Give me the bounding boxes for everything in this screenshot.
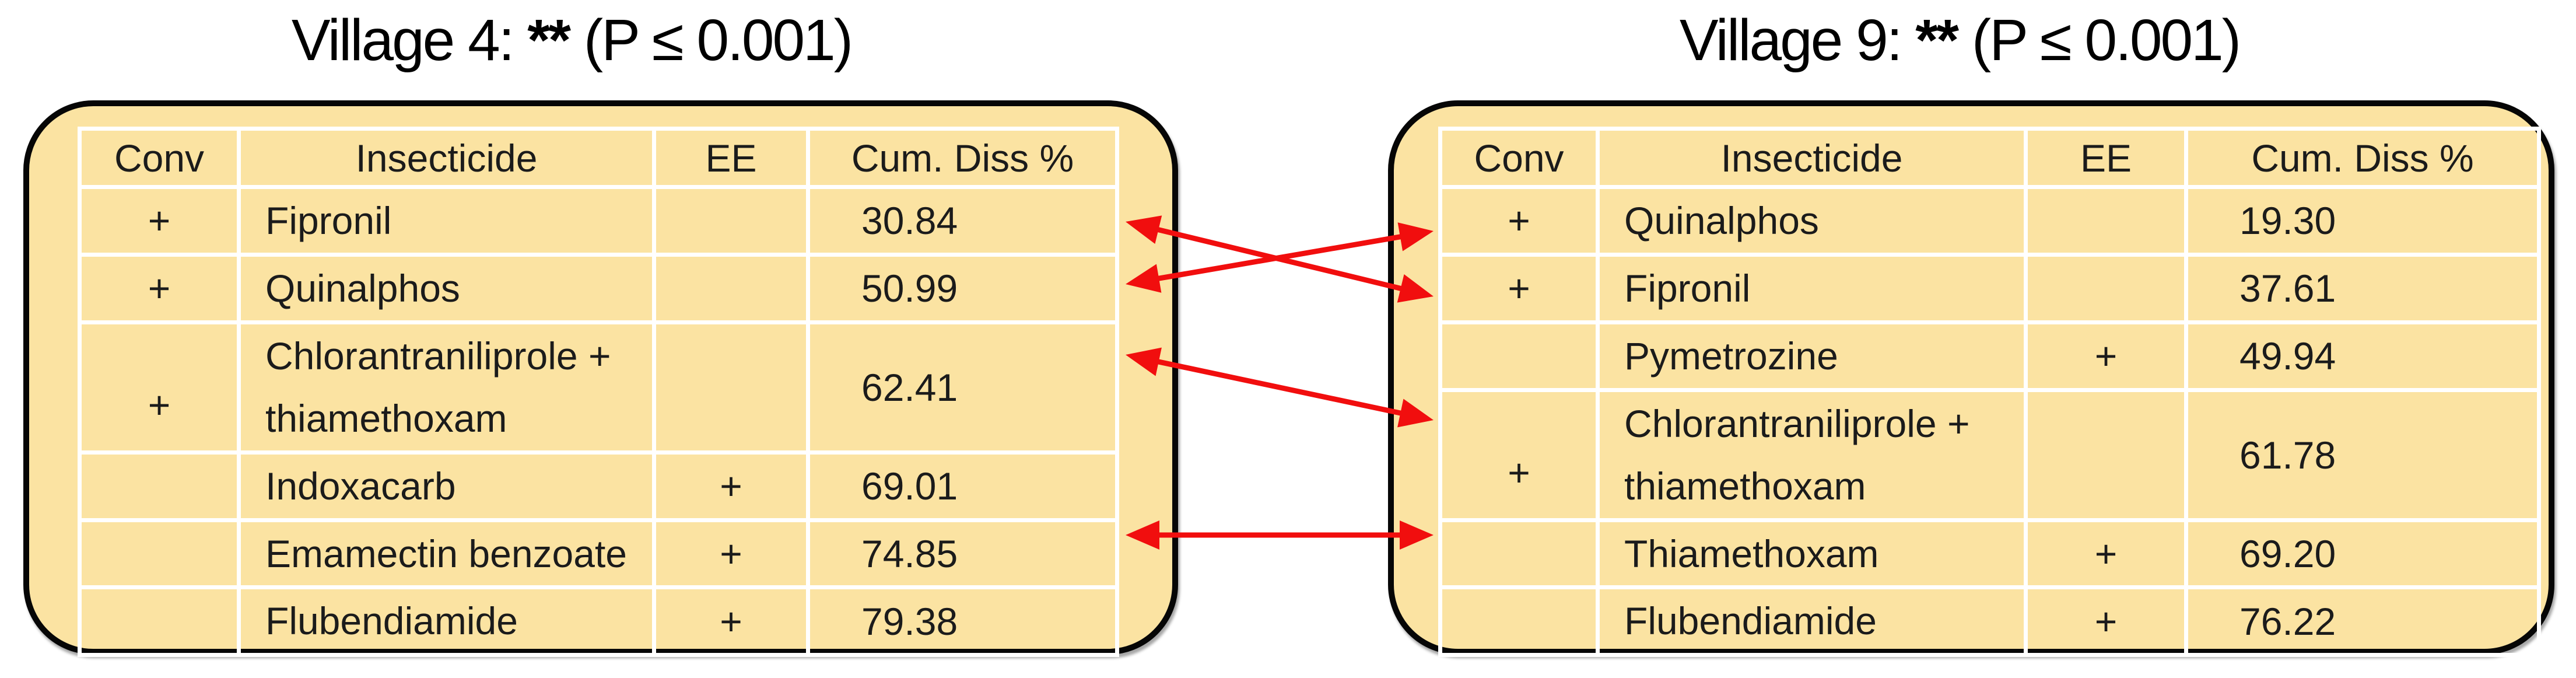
v4-row-1-cum: 30.84 xyxy=(806,185,1119,257)
v4-row-5-ee: + xyxy=(652,518,810,590)
village4-title-stars: ** xyxy=(527,8,571,73)
v4-row-4-cum: 69.01 xyxy=(806,450,1119,522)
v4-row-3-cum: 62.41 xyxy=(806,320,1119,455)
v4-row-5-ins: Emamectin benzoate xyxy=(237,518,656,590)
v9-row-6: Flubendiamide+76.22 xyxy=(1438,585,2541,658)
v9-row-5-conv xyxy=(1438,518,1600,590)
v4-row-1: +Fipronil 30.84 xyxy=(78,185,1119,257)
v4-row-5-conv xyxy=(78,518,241,590)
v9-row-5: Thiamethoxam+69.20 xyxy=(1438,518,2541,590)
village4-title-suffix: (P ≤ 0.001) xyxy=(569,8,853,73)
v9-row-2-ee xyxy=(2024,252,2188,324)
v9-row-3: Pymetrozine+49.94 xyxy=(1438,320,2541,392)
v4-column-header-ee: EE xyxy=(652,127,810,189)
v4-row-4: Indoxacarb+69.01 xyxy=(78,450,1119,522)
arrow-line-quinalphos-match xyxy=(1148,232,1411,283)
village9-title-stars: ** xyxy=(1915,8,1959,73)
v9-row-1: +Quinalphos 19.30 xyxy=(1438,185,2541,257)
v4-row-4-ee: + xyxy=(652,450,810,522)
v4-row-1-ins: Fipronil xyxy=(237,185,656,257)
v9-row-4: +Chlorantraniliprole + thiamethoxam 61.78 xyxy=(1438,387,2541,522)
v9-row-6-conv xyxy=(1438,585,1600,658)
v9-row-4-conv: + xyxy=(1438,387,1600,522)
v9-column-header-ins: Insecticide xyxy=(1596,127,2028,189)
village4-title-prefix: Village 4: xyxy=(291,8,528,73)
v4-row-3-ee xyxy=(652,320,810,455)
v9-row-2: +Fipronil 37.61 xyxy=(1438,252,2541,324)
v4-row-6-conv xyxy=(78,585,241,658)
v4-row-3-ins: Chlorantraniliprole + thiamethoxam xyxy=(237,320,656,455)
village9-title: Village 9: ** (P ≤ 0.001) xyxy=(1580,7,2339,74)
v9-row-1-conv: + xyxy=(1438,185,1600,257)
village9-title-prefix: Village 9: xyxy=(1679,8,1916,73)
v9-column-header-cum: Cum. Diss % xyxy=(2184,127,2541,189)
arrow-line-fipronil-match xyxy=(1148,225,1411,293)
v4-column-header-cum: Cum. Diss % xyxy=(806,127,1119,189)
v9-row-3-conv xyxy=(1438,320,1600,392)
v4-row-5-cum: 74.85 xyxy=(806,518,1119,590)
v4-row-1-ee xyxy=(652,185,810,257)
v9-row-2-ins: Fipronil xyxy=(1596,252,2028,324)
v4-column-header-ins: Insecticide xyxy=(237,127,656,189)
v4-row-1-conv: + xyxy=(78,185,241,257)
v9-row-5-ins: Thiamethoxam xyxy=(1596,518,2028,590)
v9-row-4-ins: Chlorantraniliprole + thiamethoxam xyxy=(1596,387,2028,522)
v9-column-header-ee: EE xyxy=(2024,127,2188,189)
v9-row-5-ee: + xyxy=(2024,518,2188,590)
v4-column-header-conv: Conv xyxy=(78,127,241,189)
v9-row-6-cum: 76.22 xyxy=(2184,585,2541,658)
v4-row-2: +Quinalphos 50.99 xyxy=(78,252,1119,324)
v9-column-header-conv: Conv xyxy=(1438,127,1600,189)
v9-row-2-conv: + xyxy=(1438,252,1600,324)
v9-row-1-cum: 19.30 xyxy=(2184,185,2541,257)
v4-row-3: +Chlorantraniliprole + thiamethoxam 62.41 xyxy=(78,320,1119,455)
village4-title: Village 4: ** (P ≤ 0.001) xyxy=(192,7,951,74)
v4-row-6-cum: 79.38 xyxy=(806,585,1119,658)
v9-row-1-ee xyxy=(2024,185,2188,257)
v4-row-4-ins: Indoxacarb xyxy=(237,450,656,522)
v4-row-6-ins: Flubendiamide xyxy=(237,585,656,658)
v9-row-6-ee: + xyxy=(2024,585,2188,658)
v9-row-3-cum: 49.94 xyxy=(2184,320,2541,392)
village9-title-suffix: (P ≤ 0.001) xyxy=(1957,8,2241,73)
v4-row-2-ee xyxy=(652,252,810,324)
v4-row-4-conv xyxy=(78,450,241,522)
v9-row-6-ins: Flubendiamide xyxy=(1596,585,2028,658)
v9-row-3-ee: + xyxy=(2024,320,2188,392)
v4-row-5: Emamectin benzoate+74.85 xyxy=(78,518,1119,590)
arrow-line-chlorantraniliprole-thiamethoxam-match xyxy=(1148,357,1411,418)
v9-row-1-ins: Quinalphos xyxy=(1596,185,2028,257)
v4-row-6: Flubendiamide+79.38 xyxy=(78,585,1119,658)
v4-row-2-cum: 50.99 xyxy=(806,252,1119,324)
v4-row-2-conv: + xyxy=(78,252,241,324)
v9-row-4-cum: 61.78 xyxy=(2184,387,2541,522)
v4-row-2-ins: Quinalphos xyxy=(237,252,656,324)
v9-row-2-cum: 37.61 xyxy=(2184,252,2541,324)
v9-row-5-cum: 69.20 xyxy=(2184,518,2541,590)
v9-row-3-ins: Pymetrozine xyxy=(1596,320,2028,392)
v4-row-6-ee: + xyxy=(652,585,810,658)
v4-row-3-conv: + xyxy=(78,320,241,455)
v9-row-4-ee xyxy=(2024,387,2188,522)
